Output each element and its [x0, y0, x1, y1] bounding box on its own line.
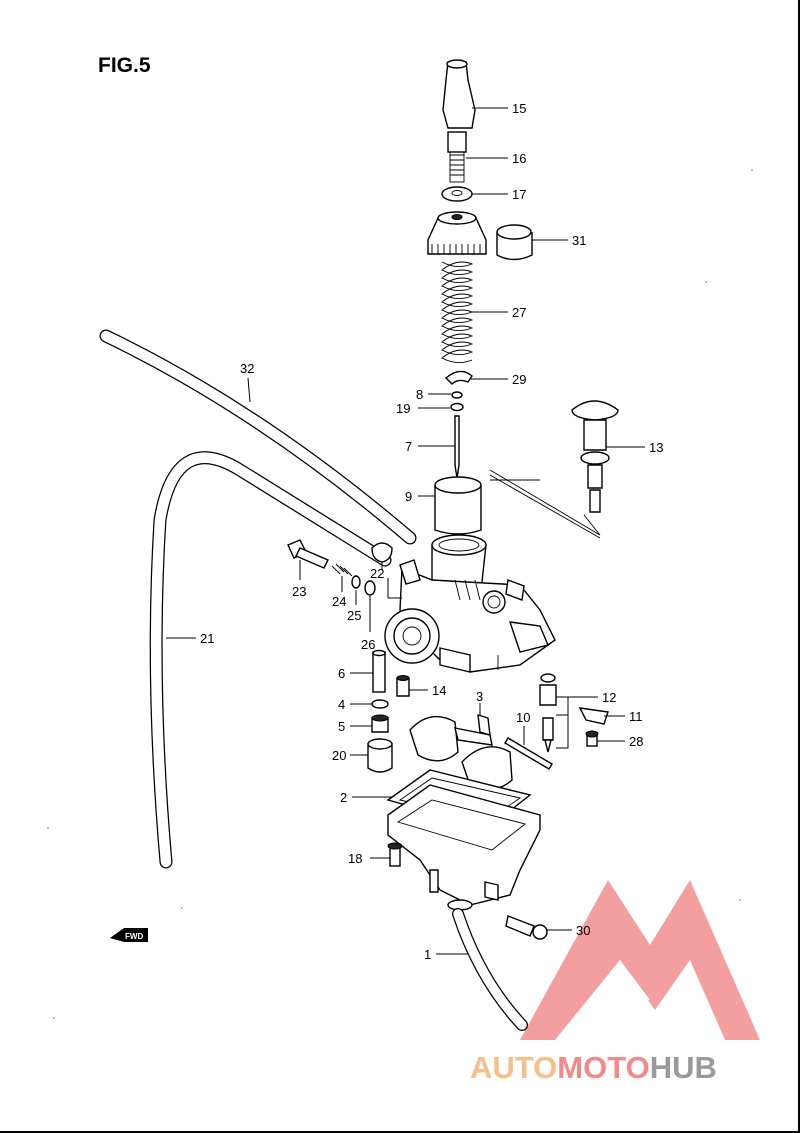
figure-title: FIG.5	[98, 54, 151, 77]
leader-lines	[166, 107, 645, 955]
part-hose-clamp	[371, 542, 393, 563]
callout-14: 14	[432, 683, 446, 698]
callout-6: 6	[338, 666, 345, 681]
part-needle-jet	[372, 649, 386, 693]
part-drain-screw	[505, 915, 548, 940]
callout-27: 27	[512, 305, 526, 320]
part-cable-adjuster	[447, 131, 467, 183]
part-air-screw-spring	[331, 563, 353, 577]
callout-32: 32	[240, 361, 254, 376]
part-cap-cover	[496, 224, 533, 261]
part-vent-hose	[99, 329, 417, 545]
callout-19: 19	[396, 401, 410, 416]
forward-direction-label: FWD	[125, 932, 143, 941]
part-needle-clip	[450, 391, 464, 412]
callout-9: 9	[405, 489, 412, 504]
part-o-ring	[364, 580, 376, 596]
part-washer	[351, 575, 361, 589]
part-jet-needle	[454, 415, 460, 479]
callout-16: 16	[512, 151, 526, 166]
callout-3: 3	[476, 689, 483, 704]
part-overflow-hose	[149, 451, 392, 869]
callout-22: 22	[370, 566, 384, 581]
callout-5: 5	[338, 719, 345, 734]
callout-4: 4	[338, 697, 345, 712]
part-carburetor-body	[384, 534, 556, 673]
callout-23: 23	[292, 584, 306, 599]
frame-border-bottom	[0, 1131, 800, 1133]
callout-21: 21	[200, 631, 214, 646]
callout-30: 30	[576, 923, 590, 938]
callout-26: 26	[361, 637, 375, 652]
part-spring	[441, 261, 474, 363]
part-float	[409, 714, 513, 791]
part-chamber-screw	[387, 842, 403, 867]
callout-11: 11	[629, 709, 643, 724]
part-valve-clip	[578, 707, 609, 725]
callout-31: 31	[572, 233, 586, 248]
forward-direction-marker: FWD	[110, 928, 148, 942]
callout-15: 15	[512, 101, 526, 116]
part-cable-boot	[442, 59, 476, 129]
part-main-jet	[371, 714, 389, 733]
part-needle-retainer	[444, 370, 473, 385]
callout-20: 20	[332, 748, 346, 763]
part-throttle-valve	[434, 476, 482, 535]
part-jet-baffle	[367, 738, 393, 773]
callout-25: 25	[347, 608, 361, 623]
part-top-cap	[427, 211, 487, 255]
callout-7: 7	[405, 439, 412, 454]
part-air-screw	[287, 539, 329, 569]
watermark-logo	[520, 880, 760, 1040]
part-float-chamber	[387, 784, 541, 911]
part-float-pin	[504, 737, 553, 770]
callout-24: 24	[332, 594, 346, 609]
watermark-brand-part-auto: AUTO	[470, 1050, 558, 1085]
part-lock-nut	[441, 186, 473, 202]
watermark-brand-part-hub: HUB	[649, 1050, 717, 1085]
callout-1: 1	[424, 947, 431, 962]
callout-8: 8	[416, 387, 423, 402]
callout-13: 13	[649, 440, 663, 455]
part-main-jet-washer	[371, 699, 389, 709]
callout-10: 10	[516, 710, 530, 725]
callout-28: 28	[629, 734, 643, 749]
callout-12: 12	[602, 690, 616, 705]
scan-specks	[47, 169, 753, 1019]
frame-border-right	[798, 0, 800, 1133]
callout-2: 2	[340, 790, 347, 805]
part-starter-plunger	[571, 400, 619, 513]
part-clip-screw	[585, 730, 599, 747]
callout-labels: 15 16 17 31 27 29 8 19 7 9 13 32 21 23 2…	[200, 101, 663, 962]
part-pilot-jet	[396, 675, 410, 697]
callout-18: 18	[348, 851, 362, 866]
callout-17: 17	[512, 187, 526, 202]
callout-29: 29	[512, 372, 526, 387]
part-needle-valve	[539, 673, 557, 753]
watermark-brand-part-moto: MOTO	[557, 1050, 650, 1085]
part-drain-hose	[452, 908, 528, 1031]
watermark-brand-text: AUTOMOTOHUB	[470, 1050, 800, 1086]
